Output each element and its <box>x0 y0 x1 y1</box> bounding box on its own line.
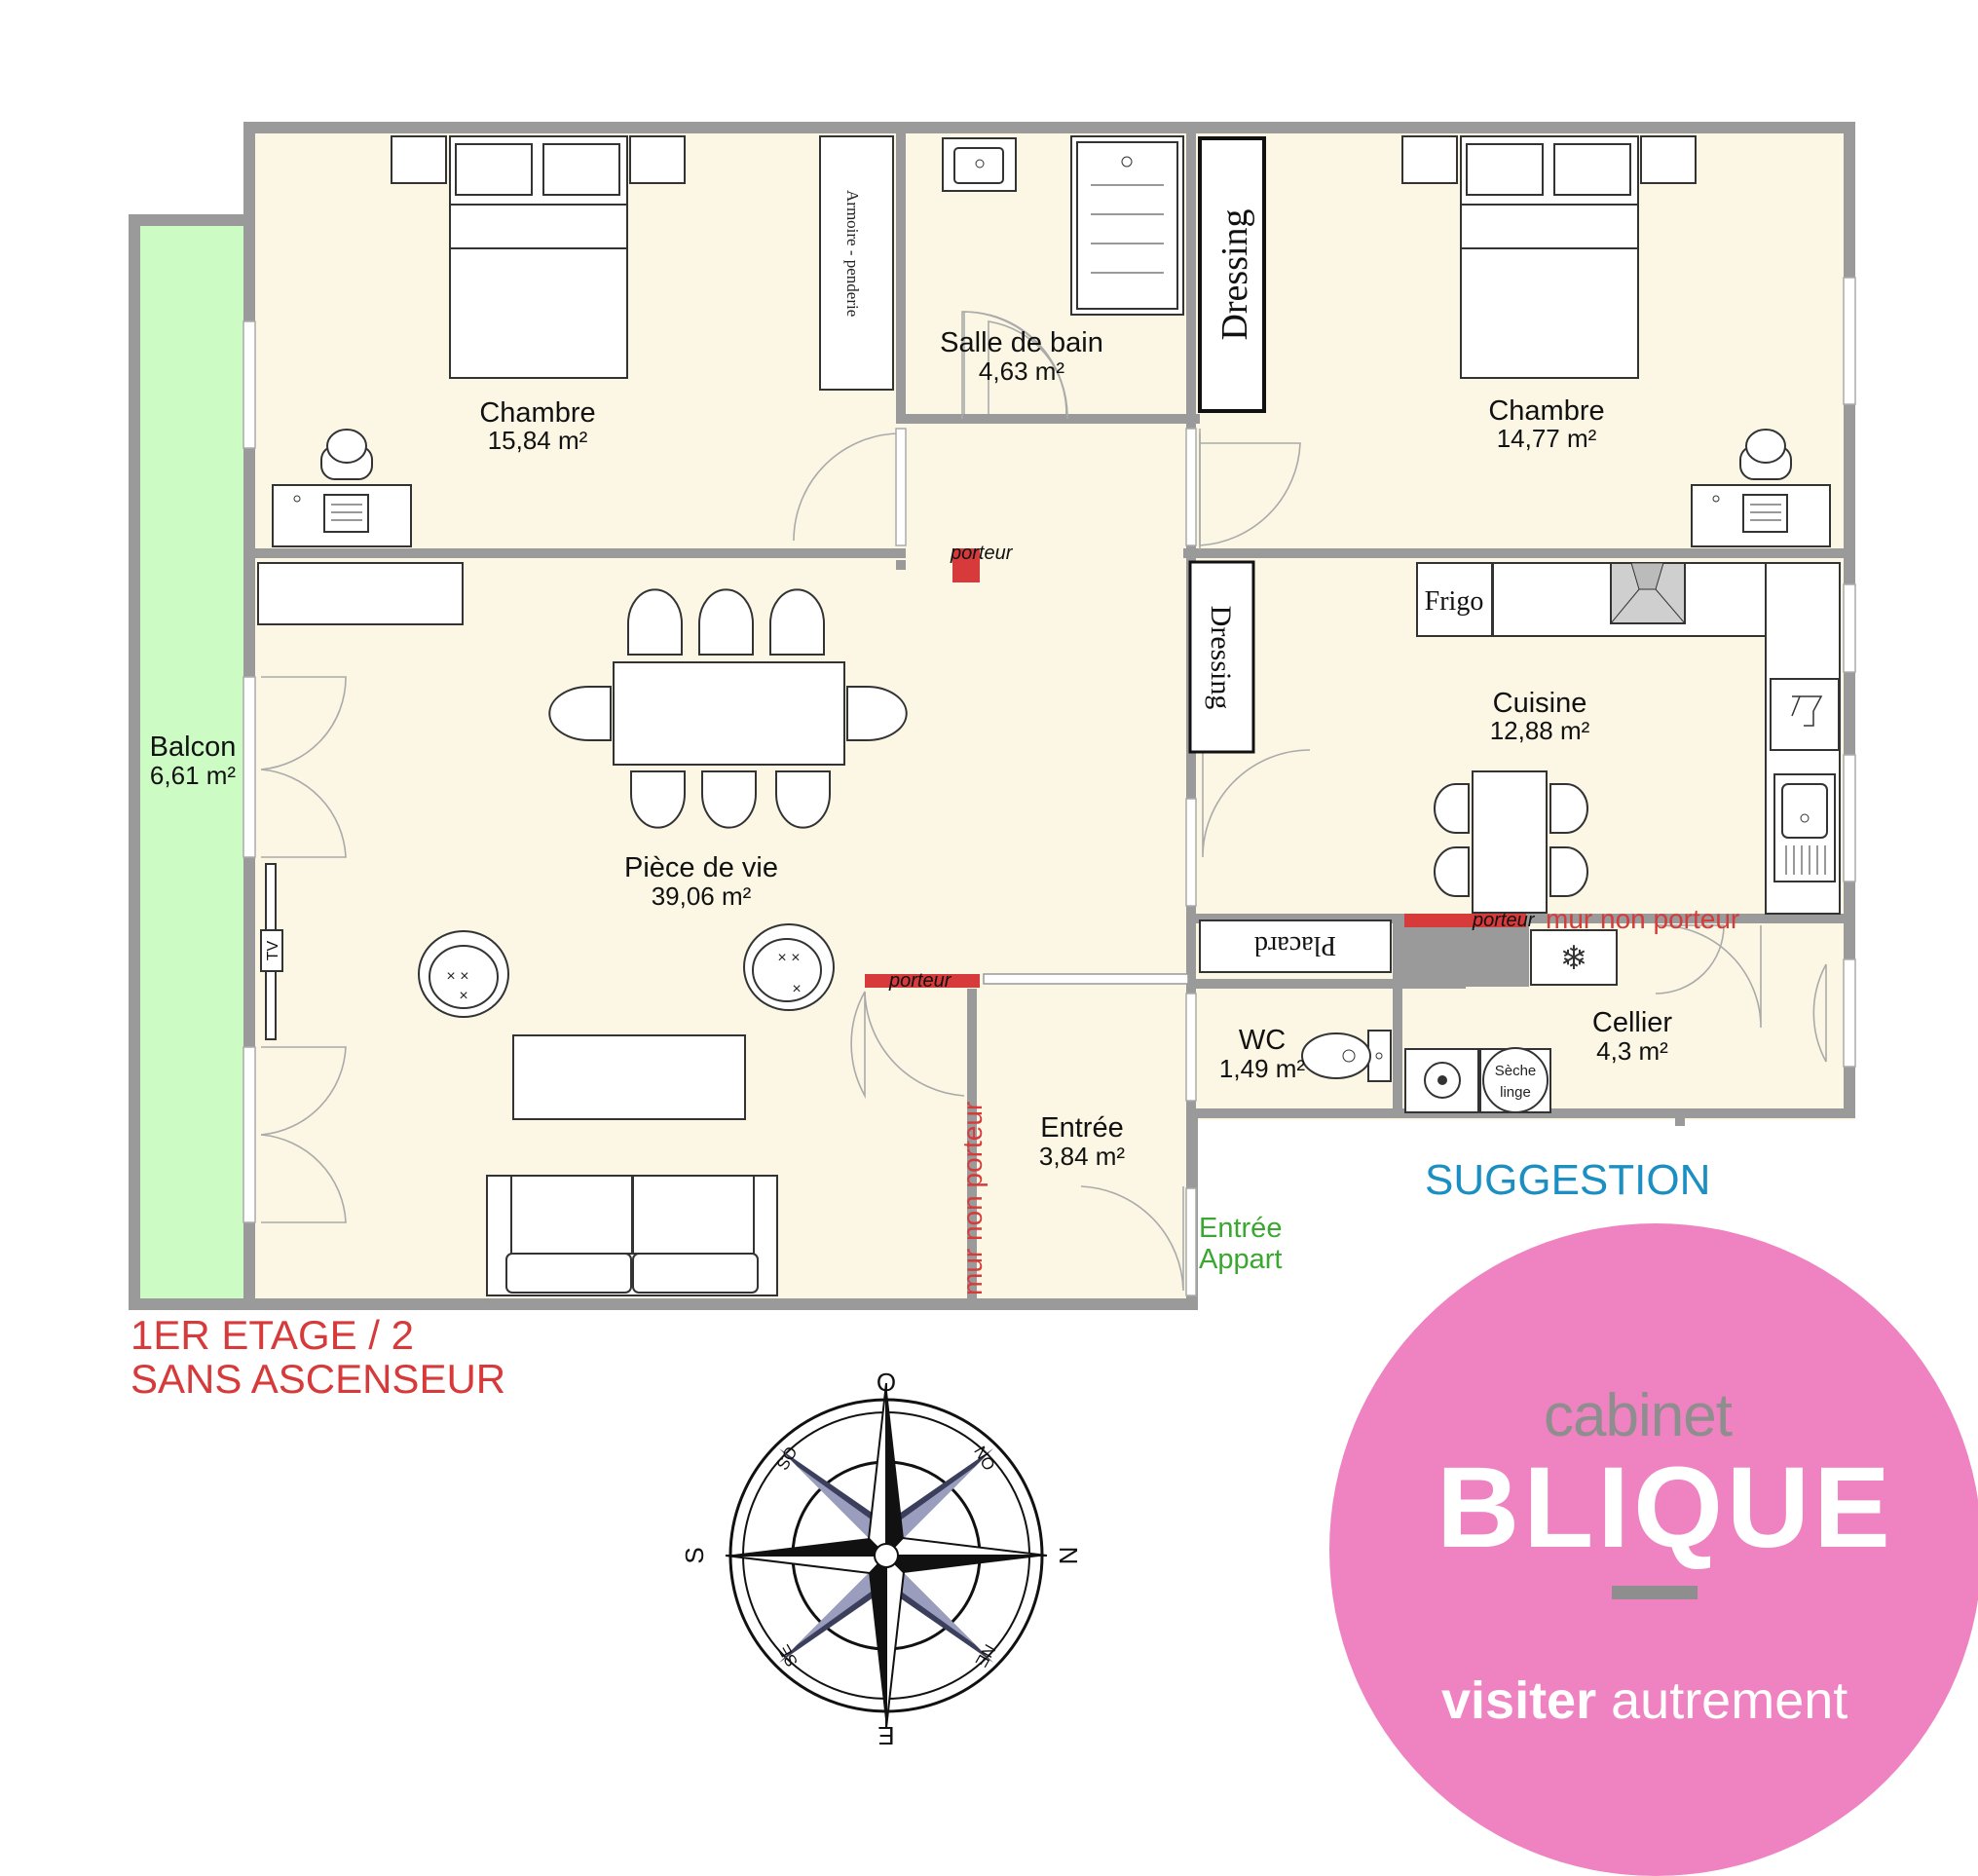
brand-logo-circle <box>1329 1223 1978 1876</box>
kitchen-sink <box>1773 773 1836 882</box>
room-chambre-2-area: 14,77 m² <box>1497 424 1597 453</box>
fridge-label: Frigo <box>1425 586 1484 617</box>
porteur-label-3: porteur <box>1472 910 1536 931</box>
suggestion-label: SUGGESTION <box>1425 1156 1710 1204</box>
tv-stand <box>260 863 283 1040</box>
compass-s: S <box>680 1547 709 1563</box>
brand-tagline: visiter autrement <box>1441 1670 1847 1731</box>
dressing-1 <box>1198 136 1266 413</box>
compass-no: NO <box>970 1443 998 1474</box>
room-chambre-1-name: Chambre <box>479 397 595 429</box>
porteur-label-1: porteur <box>950 543 1014 564</box>
porteur-label-2: porteur <box>888 970 952 992</box>
room-cellier-area: 4,3 m² <box>1596 1036 1668 1066</box>
washing-machine <box>1404 1048 1479 1113</box>
room-chambre-2-name: Chambre <box>1488 395 1604 427</box>
room-piece-area: 39,06 m² <box>652 882 752 911</box>
toilet <box>1301 1030 1392 1082</box>
freezer: ❄ <box>1530 929 1618 986</box>
room-cellier-name: Cellier <box>1592 1007 1673 1038</box>
room-entree-name: Entrée <box>1040 1112 1123 1144</box>
non-porteur-label-v: mur non porteur <box>957 1102 988 1295</box>
compass-rose <box>725 1382 1048 1729</box>
dressing-2 <box>1188 560 1255 754</box>
armchair-1: × × × <box>418 930 509 1018</box>
compass-o: O <box>877 1368 896 1397</box>
svg-text:❄: ❄ <box>1560 940 1588 977</box>
wardrobe <box>819 135 894 391</box>
svg-text:× ×: × × <box>777 950 800 966</box>
floor-info-2: SANS ASCENSEUR <box>131 1356 505 1402</box>
svg-text:× ×: × × <box>446 968 468 985</box>
compass-n: N <box>1054 1547 1083 1565</box>
brand-tagline-light: autrement <box>1611 1671 1848 1730</box>
porteur-marker-2 <box>865 974 980 988</box>
sofa <box>486 1175 778 1296</box>
entrance-label-2: Appart <box>1199 1244 1282 1275</box>
desk-2 <box>1691 429 1831 547</box>
room-sdb-area: 4,63 m² <box>979 356 1064 386</box>
compass-e: E <box>877 1721 894 1750</box>
fridge <box>1416 562 1493 637</box>
room-cuisine-area: 12,88 m² <box>1490 716 1590 745</box>
porteur-marker-1 <box>952 548 980 582</box>
entrance-label-1: Entrée <box>1199 1213 1282 1244</box>
room-entree-area: 3,84 m² <box>1039 1142 1125 1171</box>
floor-info-1: 1ER ETAGE / 2 <box>131 1312 414 1358</box>
room-sdb-name: Salle de bain <box>940 327 1103 358</box>
dryer <box>1479 1047 1551 1113</box>
armchair-2: × × × <box>743 923 835 1011</box>
room-chambre-1-area: 15,84 m² <box>488 426 588 455</box>
coffee-table <box>512 1034 746 1120</box>
bed-2 <box>1401 135 1697 379</box>
non-porteur-label-h: mur non porteur <box>1546 904 1739 934</box>
bed-1 <box>391 135 686 379</box>
dressing-1-label: Dressing <box>1214 208 1255 340</box>
brand-blique: BLIQUE <box>1437 1444 1894 1572</box>
tv-label: TV <box>265 940 281 960</box>
sideboard <box>257 562 464 625</box>
placard <box>1199 919 1392 973</box>
bathtub <box>1070 135 1184 316</box>
room-cuisine-name: Cuisine <box>1493 688 1587 719</box>
dressing-2-label: Dressing <box>1205 606 1237 710</box>
dryer-label-2: linge <box>1500 1084 1531 1101</box>
desk-1 <box>272 429 412 547</box>
hood <box>1610 562 1686 624</box>
brand-underline <box>1612 1586 1698 1599</box>
room-piece-name: Pièce de vie <box>624 852 778 883</box>
room-wc-name: WC <box>1239 1025 1286 1056</box>
compass-so: SO <box>773 1444 802 1474</box>
wardrobe-label: Armoire - penderie <box>843 190 862 317</box>
placard-label: Placard <box>1254 930 1336 960</box>
porteur-marker-3 <box>1404 914 1526 927</box>
room-balcon-name: Balcon <box>150 732 237 763</box>
brand-tagline-bold: visiter <box>1441 1671 1597 1730</box>
balcony-floor <box>133 218 245 1299</box>
kitchen-table <box>1434 770 1588 914</box>
sink <box>942 137 1017 192</box>
svg-text:×: × <box>792 981 801 997</box>
room-balcon-area: 6,61 m² <box>150 761 236 790</box>
dryer-label-1: Sèche <box>1495 1063 1537 1079</box>
dining-table <box>548 588 908 829</box>
room-wc-area: 1,49 m² <box>1219 1054 1305 1083</box>
brand-cabinet: cabinet <box>1544 1382 1733 1449</box>
svg-text:×: × <box>459 988 467 1004</box>
dishwasher <box>1770 678 1840 751</box>
